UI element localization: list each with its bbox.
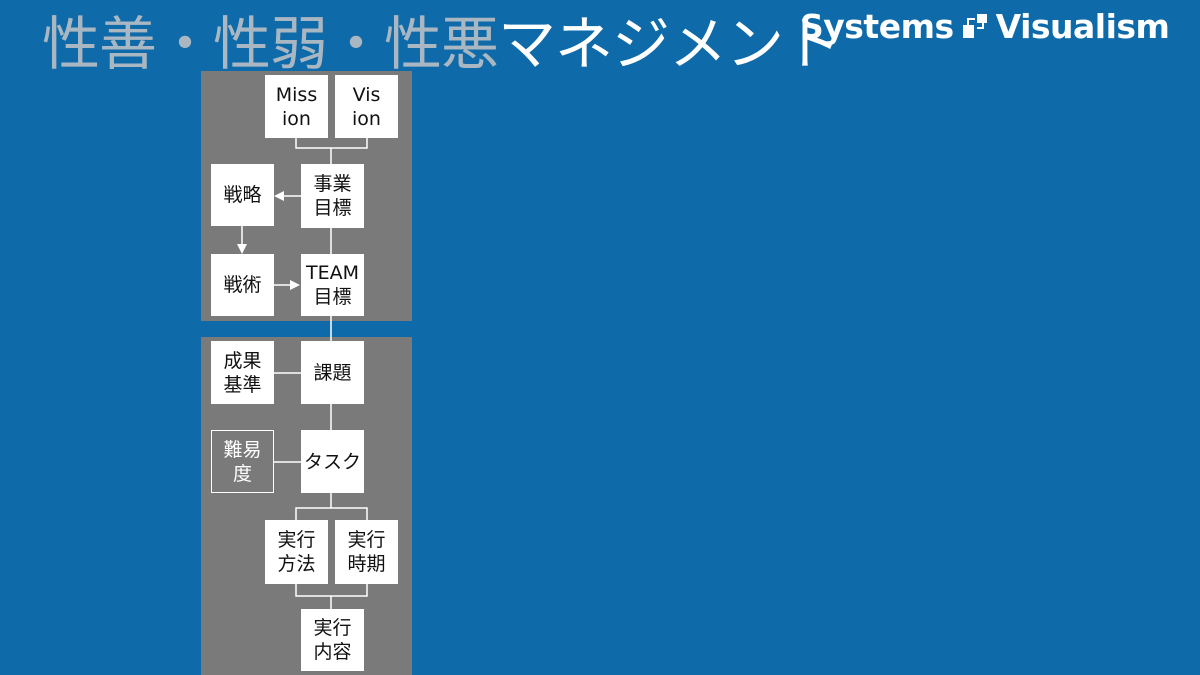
page-title-part1: 性善・性弱・性悪 (42, 10, 499, 78)
node-team-goal: TEAM 目標 (301, 254, 364, 316)
node-vision: Vis ion (335, 75, 398, 138)
logo-text-left: Systems (800, 6, 954, 46)
node-timing: 実行 時期 (335, 520, 398, 584)
logo-text-right: Visualism (995, 6, 1170, 46)
node-issue: 課題 (301, 341, 364, 404)
systems-visualism-logo-icon (962, 14, 987, 38)
page-title-part2: マネジメント (498, 10, 841, 78)
brand-logo: Systems Visualism (800, 6, 1170, 46)
node-difficulty: 難易 度 (211, 430, 274, 493)
node-method: 実行 方法 (265, 520, 328, 584)
page-title: 性善・性弱・性悪マネジメント (42, 6, 841, 82)
node-mission: Miss ion (265, 75, 328, 138)
node-success-criteria: 成果 基準 (211, 341, 274, 404)
node-task: タスク (301, 430, 364, 493)
node-tactics: 戦術 (211, 254, 274, 316)
node-content: 実行 内容 (301, 609, 364, 671)
node-business-goal: 事業 目標 (301, 164, 364, 228)
node-strategy: 戦略 (211, 164, 274, 226)
